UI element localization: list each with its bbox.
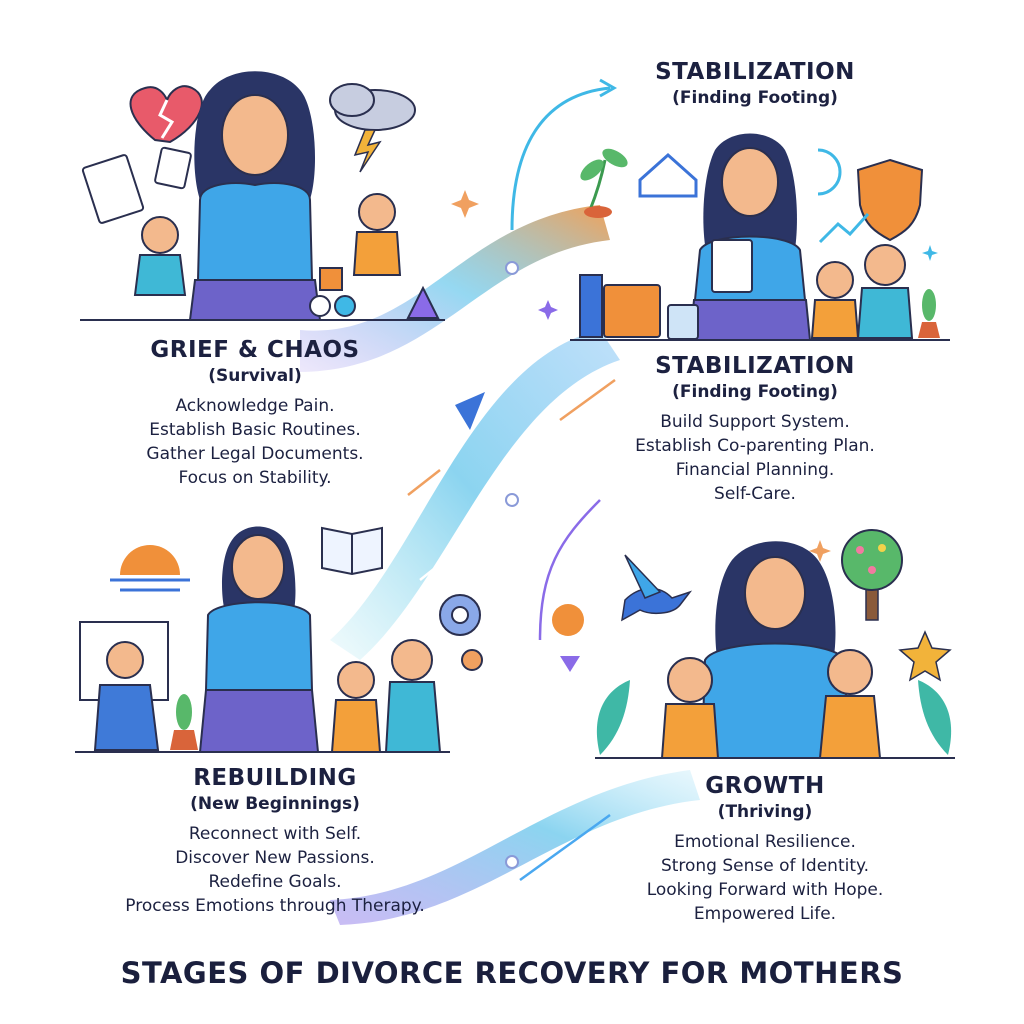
- growth-scene: [552, 529, 955, 759]
- shield-icon: [817, 148, 924, 242]
- stage-rebuilding: REBUILDING (New Beginnings) Reconnect wi…: [95, 764, 455, 918]
- stage-item: Reconnect with Self.: [188, 824, 362, 844]
- stage-item: Establish Co-parenting Plan.: [635, 436, 875, 456]
- binder-icon: [579, 274, 661, 338]
- toy-blocks-icon: [309, 267, 440, 319]
- child-figure-girl-3: [660, 657, 720, 759]
- paper-plane-icon: [455, 392, 485, 430]
- sparkle-icons: [451, 190, 938, 562]
- child-figure-boy-3: [818, 649, 882, 759]
- stage-subtitle: (Thriving): [717, 802, 813, 822]
- dove-icon: [621, 554, 693, 622]
- child-figure-girl-2: [330, 661, 382, 753]
- child-figure-boy-2: [384, 639, 442, 753]
- orb-icon: [552, 604, 584, 672]
- stage-subtitle: (New Beginnings): [190, 794, 360, 814]
- house-icon: [638, 152, 698, 198]
- sprout-icon: [580, 148, 628, 218]
- stage-subtitle: (Survival): [208, 366, 302, 386]
- flow-ribbon-1: [300, 205, 610, 372]
- timeline-node-1: [505, 261, 519, 275]
- flow-arrowhead-top: [599, 78, 618, 98]
- flow-arrow-small-1: [559, 378, 616, 422]
- timeline-node-3: [505, 855, 519, 869]
- stage-item: Empowered Life.: [693, 904, 837, 924]
- stage-item: Looking Forward with Hope.: [646, 880, 884, 900]
- flow-arrow-top: [510, 86, 611, 231]
- leaves-icon: [596, 680, 952, 755]
- flow-arrow-small-2: [407, 469, 441, 496]
- header-stage-title: STABILIZATION: [655, 59, 855, 85]
- stage-item: Redefine Goals.: [208, 872, 342, 892]
- child-figure-boy: [856, 244, 914, 339]
- star-icon: [898, 630, 952, 682]
- child-figure-girl: [810, 261, 860, 339]
- plant-icon: [918, 289, 940, 338]
- page-title: STAGES OF DIVORCE RECOVERY FOR MOTHERS: [120, 956, 904, 990]
- flow-arrow-small-5: [419, 539, 471, 581]
- sunrise-icon: [110, 545, 190, 592]
- growth-mother-figure: [700, 541, 850, 759]
- stage-item: Establish Basic Routines.: [149, 420, 361, 440]
- open-book-icon: [321, 526, 383, 576]
- flow-arrow-small-4: [519, 813, 611, 882]
- child-figure-left: [133, 216, 187, 296]
- timeline-node-2: [505, 493, 519, 507]
- stage-item: Financial Planning.: [675, 460, 835, 480]
- child-figure-right: [352, 193, 402, 276]
- broken-heart-icon: [129, 85, 203, 144]
- grief-chaos-scene: [80, 71, 445, 321]
- stage-item: Gather Legal Documents.: [146, 444, 364, 464]
- rising-arrow-icon: [818, 212, 870, 244]
- stage-subtitle: (Finding Footing): [672, 382, 838, 402]
- stage-item: Self-Care.: [714, 484, 796, 504]
- stage-title: REBUILDING: [193, 765, 357, 791]
- stage-title: STABILIZATION: [655, 353, 855, 379]
- plant-icon-small: [170, 694, 198, 750]
- stage-item: Acknowledge Pain.: [175, 396, 335, 416]
- stage-growth: GROWTH (Thriving) Emotional Resilience. …: [620, 772, 910, 926]
- stabilization-scene: [570, 133, 950, 341]
- stage-item: Discover New Passions.: [175, 848, 375, 868]
- painting-girl-figure: [93, 641, 160, 751]
- gear-icon: [439, 594, 483, 671]
- calculator-icon: [667, 304, 699, 340]
- header-stage-subtitle: (Finding Footing): [672, 88, 838, 108]
- rebuilding-scene: [75, 526, 483, 753]
- stage-item: Process Emotions through Therapy.: [125, 896, 425, 916]
- stage-item: Focus on Stability.: [178, 468, 332, 488]
- stage-item: Build Support System.: [660, 412, 850, 432]
- header-stage: STABILIZATION (Finding Footing): [590, 58, 920, 110]
- stage-item: Emotional Resilience.: [674, 832, 856, 852]
- flow-ribbon-2: [330, 330, 620, 660]
- stage-title: GRIEF & CHAOS: [150, 337, 360, 363]
- stage-title: GROWTH: [705, 773, 825, 799]
- stabilizing-mother-figure: [688, 133, 812, 341]
- rebuilding-mother-figure: [198, 526, 320, 753]
- flow-arrow-small-3: [538, 499, 601, 641]
- stage-grief-chaos: GRIEF & CHAOS (Survival) Acknowledge Pai…: [95, 336, 415, 490]
- grieving-mother-figure: [188, 71, 322, 321]
- storm-cloud-icon: [329, 83, 416, 173]
- tree-icon: [841, 529, 903, 621]
- stage-item: Strong Sense of Identity.: [660, 856, 870, 876]
- papers-icon: [81, 146, 192, 224]
- stage-stabilization: STABILIZATION (Finding Footing) Build Su…: [590, 352, 920, 506]
- flow-ribbon-3: [330, 770, 700, 925]
